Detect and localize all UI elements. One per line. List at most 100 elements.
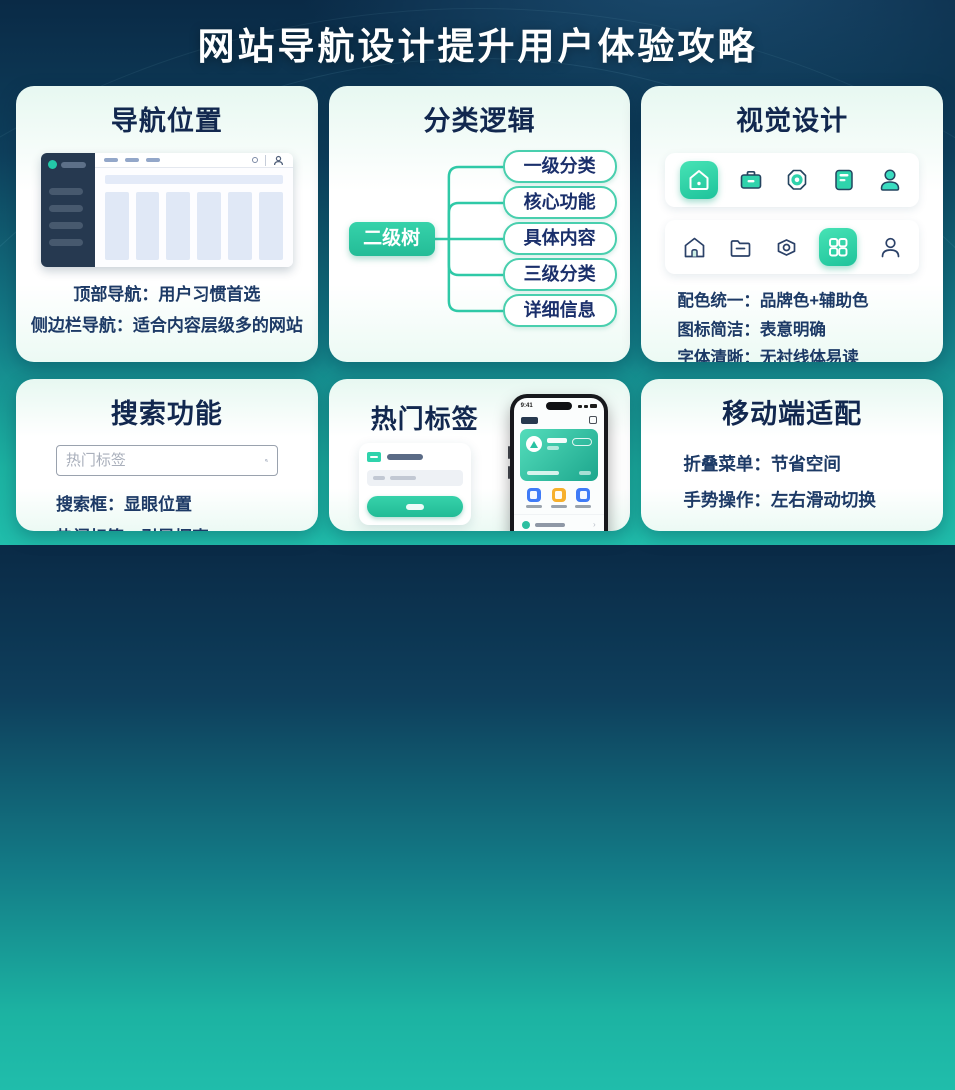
profile-card <box>519 429 598 481</box>
search-box <box>55 445 278 476</box>
card-mobile-adaptation: 移动端适配 折叠菜单：节省空间 手势操作：左右滑动切换 <box>641 379 943 531</box>
browser-main <box>94 153 293 267</box>
user-icon <box>880 169 900 191</box>
card-title: 搜索功能 <box>110 399 223 429</box>
card-body-text: 折叠菜单：节省空间 手势操作：左右滑动切换 <box>683 447 943 519</box>
briefcase-icon <box>740 170 762 189</box>
sidebar-menu-bar <box>48 205 83 212</box>
logo-dot-icon <box>47 160 57 169</box>
card-title: 移动端适配 <box>722 399 863 429</box>
text-line: 图标简洁：表意明确 <box>677 320 826 339</box>
phone-screen: 9:41 <box>513 398 604 531</box>
browser-mockup <box>40 153 293 267</box>
text-line: 搜索框：显眼位置 <box>56 495 192 514</box>
footer-text-bar <box>526 471 559 475</box>
app-title-bar <box>520 416 538 424</box>
submit-button[interactable] <box>366 496 463 517</box>
form-input <box>366 470 463 486</box>
home-icon <box>684 237 705 257</box>
cards-grid: 导航位置 <box>16 86 943 531</box>
chevron-right-icon: › <box>592 519 596 529</box>
content-columns <box>104 192 283 260</box>
list-item-label-bar <box>534 522 565 527</box>
text-line: 折叠菜单：节省空间 <box>683 454 841 474</box>
input-value-bar <box>389 476 416 480</box>
phone-mockup: 9:41 <box>507 394 608 531</box>
user-icon <box>273 155 283 165</box>
card-body-text: 顶部导航：用户习惯首选 侧边栏导航：适合内容层级多的网站 <box>16 279 318 342</box>
settings-icon <box>787 169 807 190</box>
subtitle-bar <box>546 446 559 450</box>
signal-wifi-battery-icons <box>577 404 597 408</box>
nav-link-bar <box>124 158 139 162</box>
footer-link-bar <box>578 471 591 475</box>
tree-child-node: 详细信息 <box>502 294 617 327</box>
card-title: 导航位置 <box>110 106 223 136</box>
sidebar-menu-bar <box>48 222 83 229</box>
card-category-logic: 分类逻辑 二级树 一级分类 核心功能 具体内容 三级分类 详细信息 <box>328 86 631 362</box>
content-column <box>104 192 129 260</box>
logo-text-bar <box>60 161 86 168</box>
tree-child-node: 一级分类 <box>502 150 617 183</box>
card-body-text: 配色统一：品牌色+辅助色 图标简洁：表意明确 字体清晰：无衬线体易读 <box>677 287 943 362</box>
content-column <box>166 192 191 260</box>
grid-icon <box>819 228 858 266</box>
text-line: 顶部导航：用户习惯首选 <box>73 285 261 304</box>
tree-child-node: 具体内容 <box>502 222 617 255</box>
card-nav-position: 导航位置 <box>16 86 318 362</box>
user-icon <box>881 237 899 257</box>
tree-child-node: 三级分类 <box>502 258 617 291</box>
browser-sidebar <box>40 153 95 267</box>
background-arc <box>0 8 955 1090</box>
card-title: 热门标签 <box>370 404 479 434</box>
content-column <box>228 192 252 260</box>
card-title: 分类逻辑 <box>423 106 536 136</box>
text-line: 热门标签：引导探索 <box>56 521 318 531</box>
folder-icon <box>730 239 751 257</box>
notebook-icon <box>834 169 853 191</box>
list-item-icon <box>521 520 530 529</box>
nav-link-bar <box>145 158 160 162</box>
search-circle-icon <box>251 157 258 163</box>
text-line: 手势操作：左右滑动切换 <box>683 489 876 510</box>
home-icon <box>680 161 719 199</box>
tag-form-mockup <box>358 443 471 525</box>
nav-link-bar <box>103 158 118 162</box>
profile-action-pill <box>571 438 592 446</box>
content-column <box>197 192 222 260</box>
sidebar-logo <box>41 160 95 178</box>
card-hot-tags: 热门标签 9:41 <box>328 379 631 531</box>
tree-diagram: 二级树 一级分类 核心功能 具体内容 三级分类 详细信息 <box>329 86 631 362</box>
content-column <box>135 192 160 260</box>
card-title: 视觉设计 <box>736 106 849 136</box>
form-header <box>366 452 463 462</box>
doc-tile-icon <box>526 488 541 502</box>
dynamic-island <box>545 402 572 410</box>
text-line: 配色统一：品牌色+辅助色 <box>677 292 869 310</box>
text-line: 字体清晰：无衬线体易读 <box>677 349 859 362</box>
card-search: 搜索功能 搜索框：显眼位置 热门标签：引导探索 <box>16 379 318 531</box>
browser-topbar <box>94 153 293 168</box>
tree-child-node: 核心功能 <box>502 186 617 219</box>
search-input[interactable] <box>65 452 265 469</box>
status-time: 9:41 <box>520 403 533 409</box>
quick-action-tiles <box>514 481 604 512</box>
tree-connectors <box>433 165 504 313</box>
browser-content <box>94 168 293 267</box>
phone-status-bar: 9:41 <box>514 398 604 411</box>
username-bar <box>546 438 567 443</box>
tile-label-bar <box>575 505 592 508</box>
card-tile-icon <box>576 488 591 502</box>
app-header <box>514 411 604 427</box>
tag-icon <box>366 452 381 462</box>
tree-root-node: 二级树 <box>348 222 435 256</box>
tile-label-bar <box>550 505 567 508</box>
tile-label-bar <box>525 505 542 508</box>
wallet-tile-icon <box>551 488 566 502</box>
icon-row-outline <box>665 220 920 274</box>
button-label-bar <box>405 503 424 510</box>
icon-row-filled <box>665 153 920 207</box>
nut-icon <box>777 238 796 256</box>
avatar <box>525 436 542 452</box>
page-title: 网站导航设计提升用户体验攻略 <box>197 26 758 67</box>
